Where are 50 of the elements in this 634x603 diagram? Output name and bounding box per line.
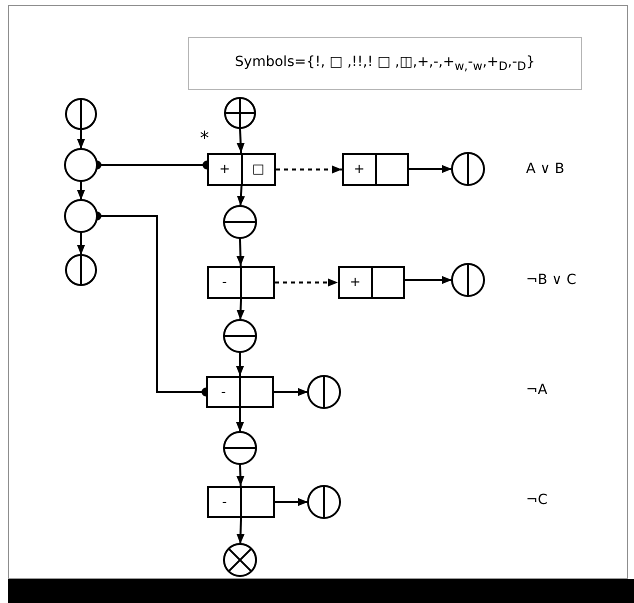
formula-label: ¬C — [526, 492, 548, 508]
two-cell-box — [207, 153, 276, 186]
cell-symbol: □ — [252, 162, 264, 177]
dashed-arrow — [276, 166, 342, 174]
cell-symbol: + — [219, 162, 230, 177]
arrow — [77, 181, 85, 200]
formula-label: A ∨ B — [526, 161, 564, 177]
arrow — [236, 408, 244, 432]
formula-label: ¬A — [526, 382, 548, 398]
arrow — [236, 518, 245, 544]
arrow — [236, 186, 245, 206]
vertical-bar-circle — [307, 485, 341, 519]
arrow — [77, 232, 85, 255]
vertical-bar-circle — [451, 263, 485, 297]
vertical-bar-circle — [307, 375, 341, 409]
crossed-circle — [224, 97, 256, 129]
arrow — [77, 129, 85, 149]
arrow — [275, 498, 308, 506]
empty-circle — [64, 148, 98, 182]
horizontal-bar-circle — [223, 319, 257, 353]
arrow — [236, 464, 244, 486]
two-cell-box — [342, 153, 409, 186]
arrow — [236, 128, 245, 154]
cell-symbol: + — [354, 162, 365, 177]
two-cell-box — [338, 266, 405, 299]
cell-symbol: - — [221, 384, 226, 400]
arrow — [409, 165, 452, 173]
arrow — [405, 276, 452, 284]
cell-symbol: + — [350, 275, 361, 290]
two-cell-box — [207, 266, 275, 299]
vertical-bar-circle — [451, 152, 485, 186]
dashed-arrow — [275, 278, 338, 286]
horizontal-bar-circle — [223, 431, 257, 465]
asterisk-mark: * — [200, 128, 209, 149]
two-cell-box — [206, 376, 274, 408]
two-cell-box — [207, 486, 275, 518]
symbols-text: Symbols={!, □ ,!!,! □ ,◫,+,-,+$_{w,}$-$_{w}$,+$_{D}$,-$_{D}$} — [234, 54, 536, 73]
cell-symbol: - — [222, 275, 227, 290]
cell-symbol: - — [222, 494, 227, 510]
arrow — [236, 238, 244, 266]
arrow — [274, 388, 308, 396]
formula-label: ¬B ∨ C — [526, 272, 576, 288]
vertical-bar-circle — [65, 254, 97, 286]
arrow — [236, 352, 244, 376]
horizontal-bar-circle — [223, 205, 257, 239]
symbols-panel — [188, 37, 582, 90]
x-circle — [223, 543, 257, 577]
arrow — [236, 298, 245, 320]
vertical-bar-circle — [65, 98, 97, 130]
empty-circle — [64, 199, 98, 233]
